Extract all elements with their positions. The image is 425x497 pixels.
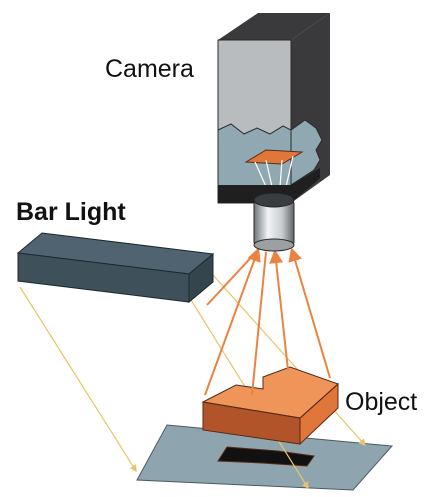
camera [218, 13, 330, 251]
object-block [203, 367, 338, 444]
object-label: Object [345, 388, 417, 416]
lens-bottom [254, 239, 294, 251]
lens-opening [254, 193, 294, 207]
orange-ray [252, 252, 266, 395]
yellow-ray [20, 287, 136, 471]
bar-light [18, 233, 213, 302]
reflected-rays [205, 250, 330, 395]
camera-label: Camera [105, 55, 194, 83]
bar-light-label: Bar Light [16, 198, 126, 226]
orange-ray [292, 250, 330, 378]
